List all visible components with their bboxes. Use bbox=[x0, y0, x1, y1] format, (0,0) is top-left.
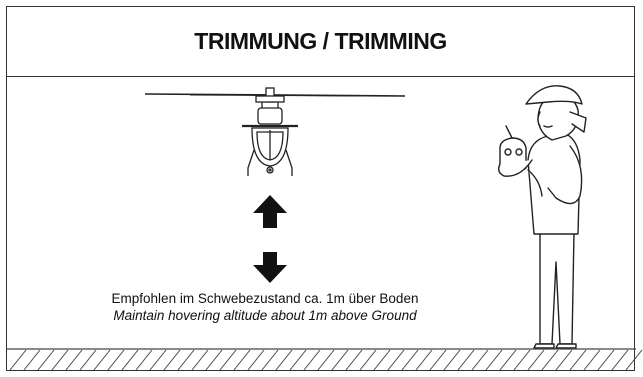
ground-hatch-line bbox=[51, 349, 69, 371]
ground-hatch-line bbox=[205, 349, 223, 371]
arrow-down-icon bbox=[253, 252, 287, 283]
ground-hatch-line bbox=[611, 349, 629, 371]
ground-hatch-line bbox=[9, 349, 27, 371]
ground-hatch-line bbox=[625, 349, 643, 371]
ground-hatch-line bbox=[443, 349, 461, 371]
arrow-up-icon bbox=[253, 195, 287, 228]
ground-hatch-line bbox=[499, 349, 517, 371]
pilot-with-transmitter-illustration bbox=[497, 85, 587, 349]
ground-hatch-line bbox=[107, 349, 125, 371]
caption: Empfohlen im Schwebezustand ca. 1m über … bbox=[0, 290, 530, 324]
ground-hatch-line bbox=[331, 349, 349, 371]
ground-hatch-line bbox=[555, 349, 573, 371]
ground-hatch-line bbox=[65, 349, 83, 371]
caption-english: Maintain hovering altitude about 1m abov… bbox=[113, 308, 417, 323]
ground-hatch-line bbox=[541, 349, 559, 371]
ground-hatch-line bbox=[471, 349, 489, 371]
ground-hatch-line bbox=[359, 349, 377, 371]
ground-hatch-line bbox=[261, 349, 279, 371]
ground-hatch-line bbox=[121, 349, 139, 371]
caption-german: Empfohlen im Schwebezustand ca. 1m über … bbox=[111, 291, 419, 306]
ground-hatch-line bbox=[93, 349, 111, 371]
ground-hatch-line bbox=[191, 349, 209, 371]
page-title: TRIMMUNG / TRIMMING bbox=[194, 28, 447, 54]
ground-hatch-line bbox=[219, 349, 237, 371]
ground-hatch-line bbox=[303, 349, 321, 371]
ground-hatch-line bbox=[247, 349, 265, 371]
ground-hatch-line bbox=[401, 349, 419, 371]
ground-hatch-line bbox=[275, 349, 293, 371]
ground-hatch-line bbox=[289, 349, 307, 371]
ground-hatch-line bbox=[569, 349, 587, 371]
ground-hatch-line bbox=[373, 349, 391, 371]
header-bar: TRIMMUNG / TRIMMING bbox=[7, 7, 634, 77]
ground-hatch-line bbox=[37, 349, 55, 371]
ground-hatch-line bbox=[149, 349, 167, 371]
ground-hatch-line bbox=[345, 349, 363, 371]
ground-hatch-line bbox=[415, 349, 433, 371]
ground-hatch-line bbox=[233, 349, 251, 371]
ground-hatch-line bbox=[163, 349, 181, 371]
ground-hatch-line bbox=[527, 349, 545, 371]
ground-hatch-line bbox=[387, 349, 405, 371]
hatched-ground bbox=[6, 348, 643, 371]
ground-hatch-line bbox=[429, 349, 447, 371]
ground-hatch-line bbox=[317, 349, 335, 371]
ground-hatch-line bbox=[583, 349, 601, 371]
ground-hatch-line bbox=[485, 349, 503, 371]
helicopter-icon bbox=[144, 87, 406, 176]
ground-hatch-line bbox=[457, 349, 475, 371]
ground-hatch-line bbox=[135, 349, 153, 371]
ground-hatch-line bbox=[513, 349, 531, 371]
ground-hatch-line bbox=[23, 349, 41, 371]
ground-hatch-line bbox=[597, 349, 615, 371]
ground-hatch-line bbox=[79, 349, 97, 371]
ground-hatch-line bbox=[177, 349, 195, 371]
